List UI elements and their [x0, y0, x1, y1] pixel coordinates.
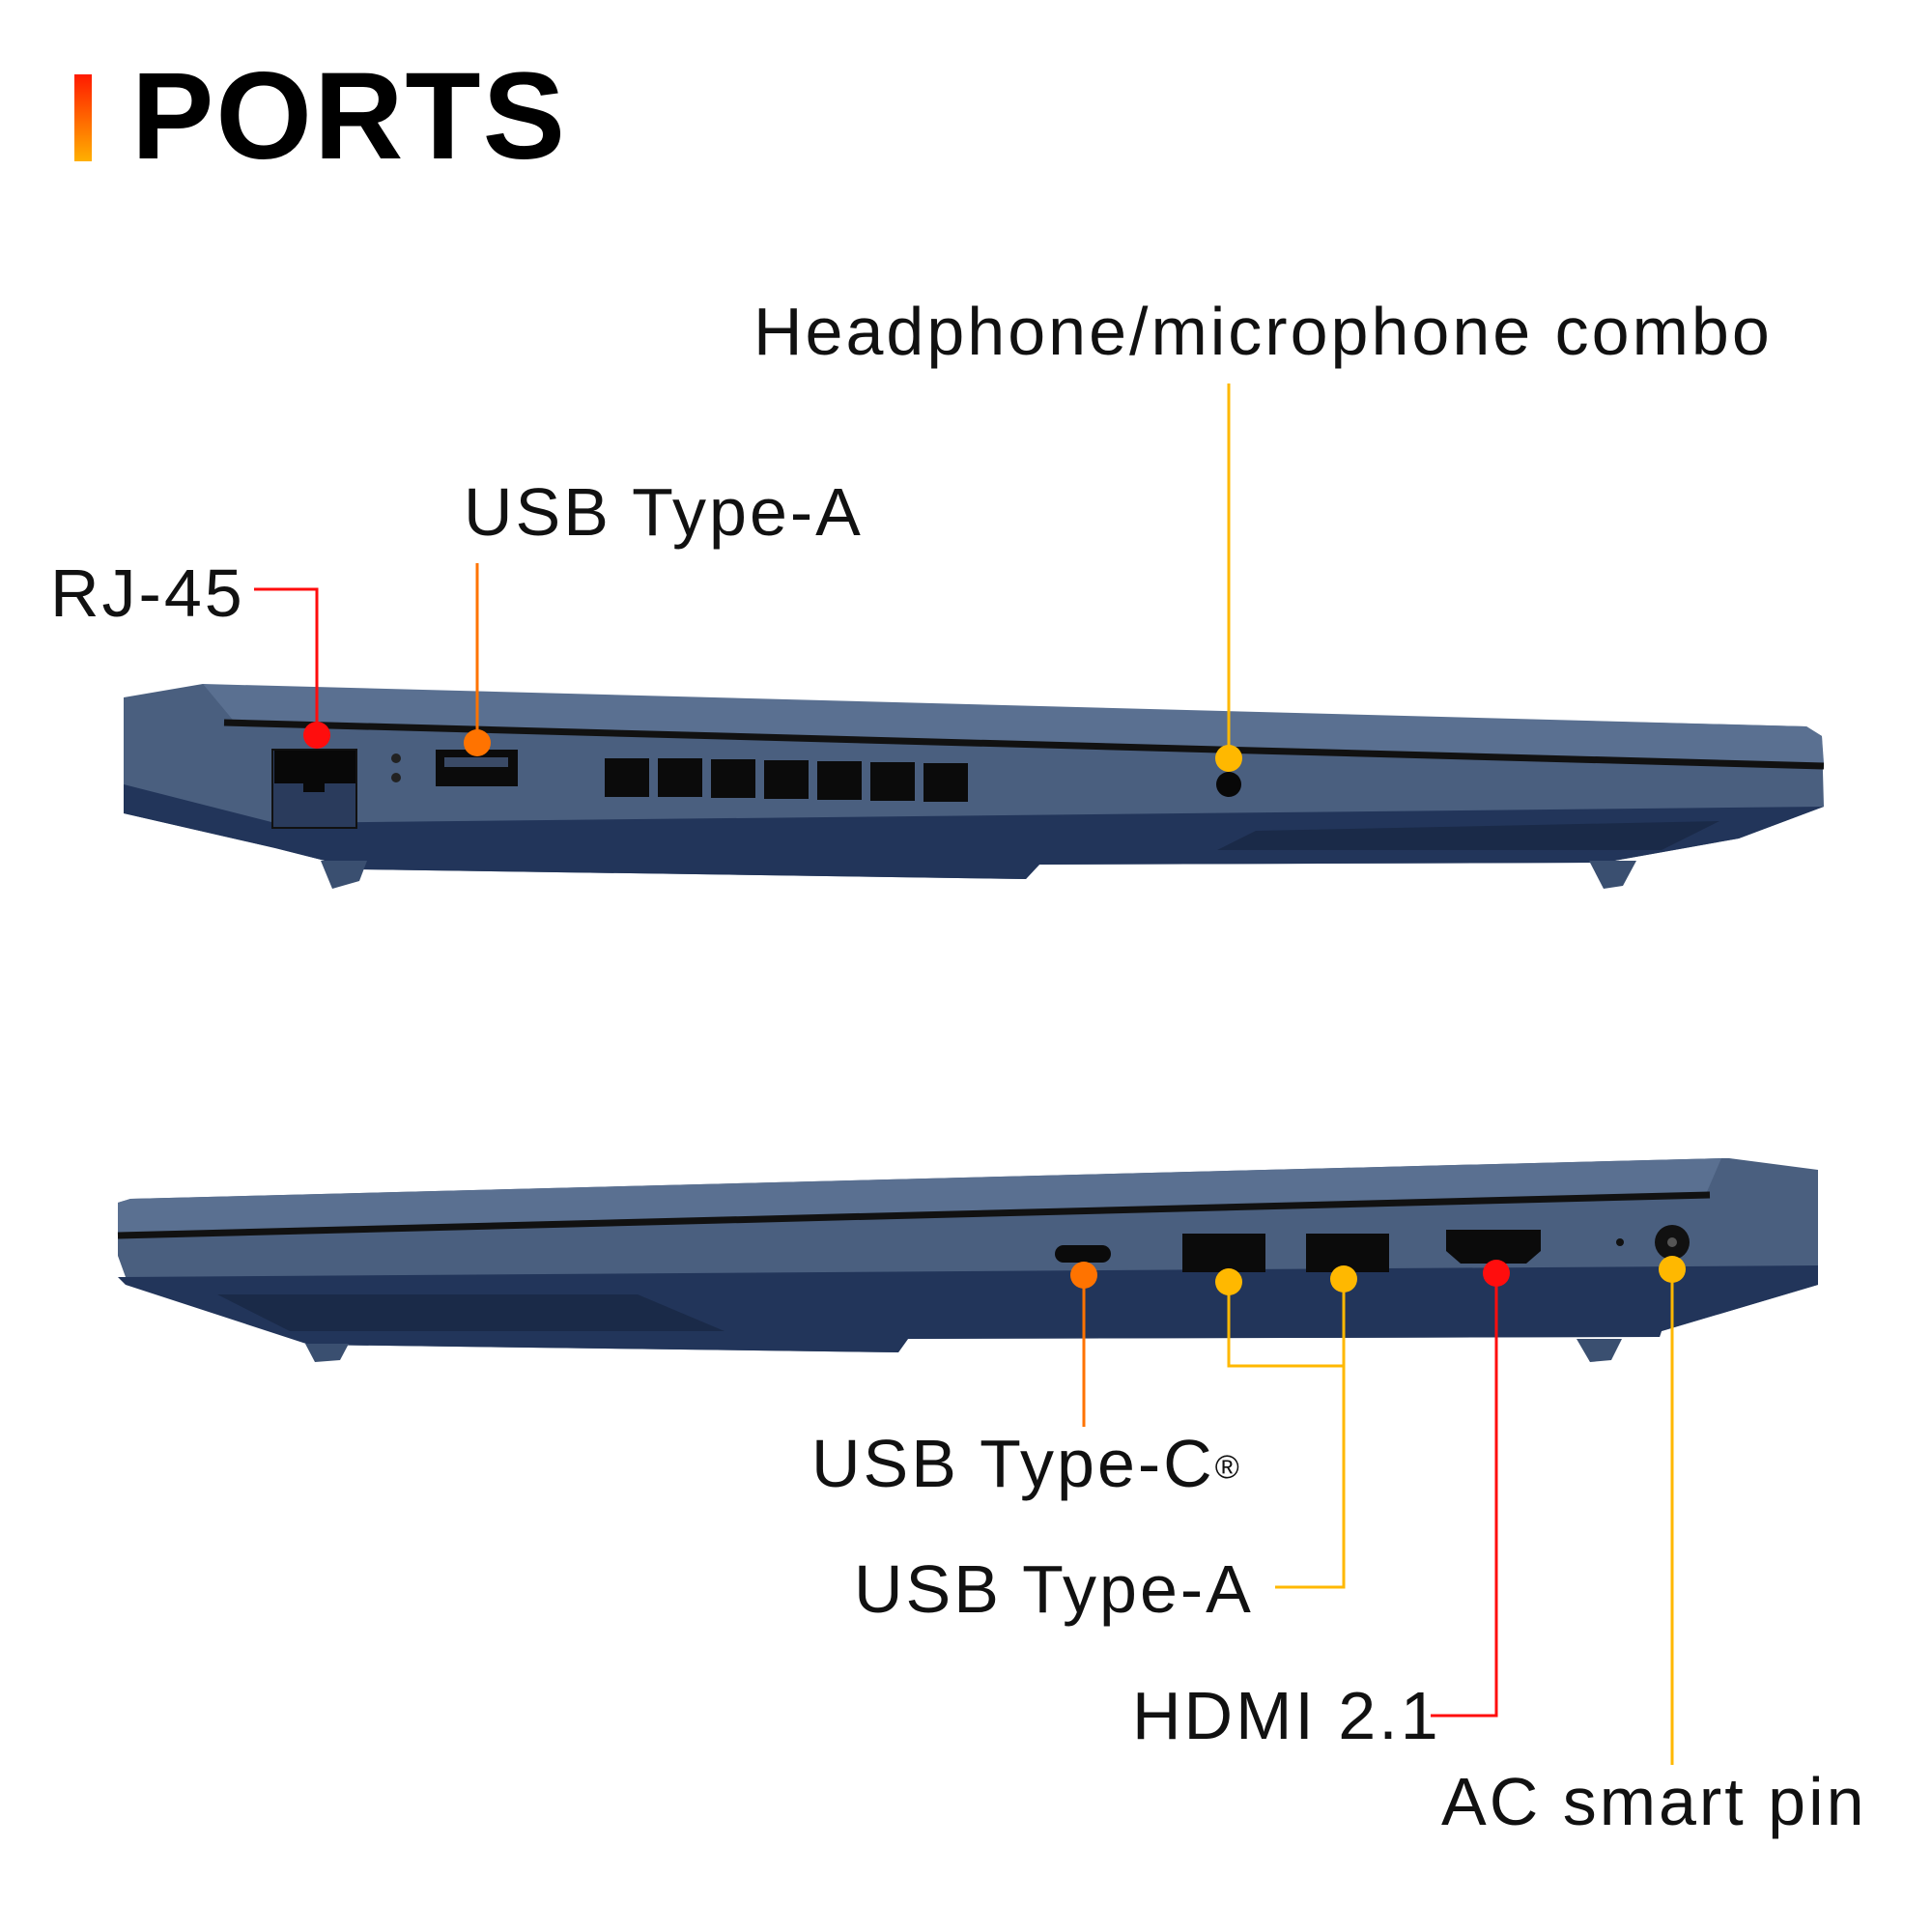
led-indicator — [391, 773, 401, 782]
usb-a-tongue — [444, 757, 508, 767]
laptop-left-side — [124, 684, 1825, 889]
foot — [1589, 861, 1636, 889]
label-rj45: RJ-45 — [50, 555, 245, 631]
callout-usb-a-right — [1215, 1265, 1357, 1589]
usb-c-port — [1055, 1245, 1111, 1263]
hdmi-port — [1446, 1230, 1541, 1264]
callout-rj45 — [254, 587, 330, 749]
usb-a-port — [1306, 1234, 1389, 1272]
foot — [321, 861, 367, 889]
rj45-opening — [274, 751, 355, 783]
callout-headphone — [1215, 384, 1242, 772]
usb-a-port — [1182, 1234, 1265, 1272]
label-hdmi: HDMI 2.1 — [1132, 1678, 1441, 1753]
speaker-grille — [1217, 821, 1719, 850]
foot — [1577, 1339, 1622, 1362]
label-usb-a-left: USB Type-A — [464, 474, 864, 550]
lid-seam — [117, 1191, 1711, 1239]
vent-slots — [605, 758, 968, 802]
status-led — [1616, 1238, 1624, 1246]
speaker-grille — [217, 1294, 724, 1331]
callout-usb-c — [1070, 1262, 1097, 1427]
chassis-bottom — [124, 784, 1824, 879]
callout-usb-a-left — [464, 563, 491, 756]
label-usb-c-text: USB Type-C — [811, 1426, 1215, 1501]
callout-ac-pin — [1659, 1256, 1686, 1765]
led-indicator — [391, 753, 401, 763]
headphone-jack — [1216, 772, 1241, 797]
label-ac-smart-pin: AC smart pin — [1441, 1764, 1867, 1839]
lid-seam — [223, 719, 1825, 770]
lid — [118, 1158, 1721, 1236]
registered-mark: ® — [1214, 1449, 1242, 1486]
rj45-latch — [303, 781, 325, 792]
title-accent-bar — [74, 74, 92, 161]
ac-pin — [1667, 1237, 1677, 1247]
foot — [305, 1344, 349, 1362]
label-usb-c: USB Type-C® — [811, 1425, 1242, 1502]
callout-hdmi — [1431, 1260, 1510, 1718]
lid — [203, 684, 1824, 763]
label-headphone-combo: Headphone/microphone combo — [753, 294, 1773, 369]
page-title: PORTS — [131, 47, 567, 185]
label-usb-a-right: USB Type-A — [854, 1551, 1254, 1627]
laptop-right-side — [117, 1158, 1818, 1362]
